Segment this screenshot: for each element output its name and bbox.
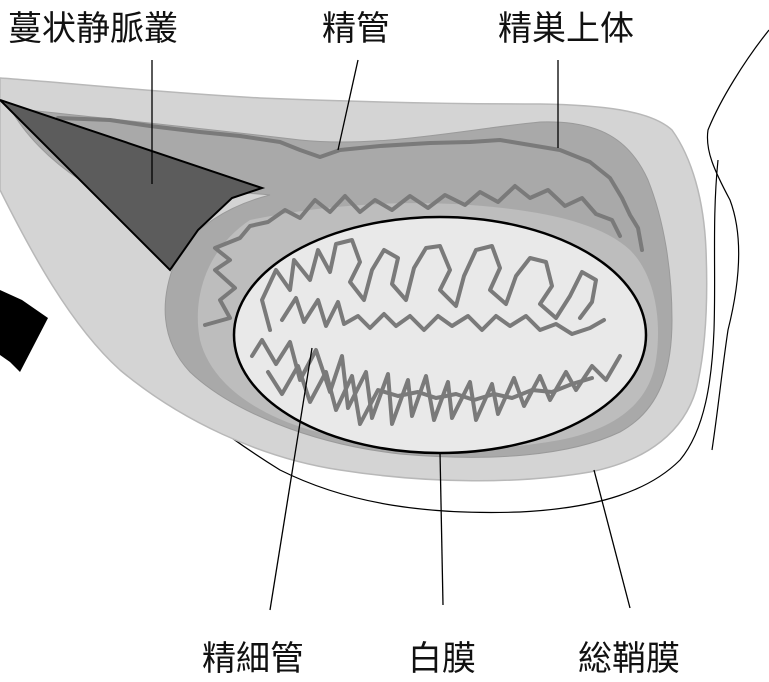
pointer-arrow-icon xyxy=(0,290,48,372)
testis-body xyxy=(234,217,646,453)
label-pampiniform-plexus: 蔓状静脈叢 xyxy=(8,9,178,49)
leader-line-vaginalis xyxy=(594,470,630,608)
label-seminiferous-tubules: 精細管 xyxy=(202,639,304,679)
scrotal-skin-outline-right xyxy=(707,30,769,450)
label-tunica-albuginea: 白膜 xyxy=(408,639,476,679)
label-epididymis: 精巣上体 xyxy=(498,9,634,49)
label-tunica-vaginalis: 総鞘膜 xyxy=(578,639,680,679)
label-vas-deferens: 精管 xyxy=(322,9,390,49)
